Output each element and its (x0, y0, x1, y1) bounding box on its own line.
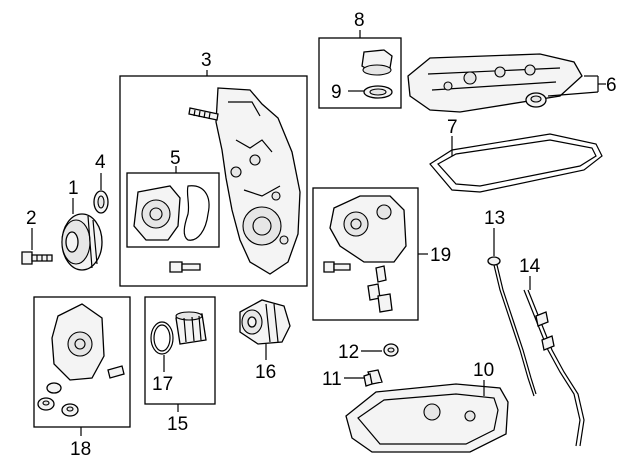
timing-cover-illustration (215, 87, 301, 275)
water-pump-illustration (133, 185, 210, 241)
oil-dipstick-illustration (487, 256, 537, 397)
box-3 (119, 75, 308, 287)
oil-pan-illustration (345, 383, 509, 453)
oil-filter-housing-illustration (323, 195, 407, 313)
callout-12: 12 (338, 342, 359, 363)
callout-14: 14 (519, 256, 541, 277)
valve-cover-illustration (407, 53, 583, 113)
callout-15: 15 (167, 414, 188, 435)
callout-9: 9 (331, 82, 342, 103)
drain-plug-illustration (363, 369, 383, 387)
callout-3: 3 (201, 50, 212, 71)
callout-8: 8 (354, 10, 365, 31)
callout-18: 18 (70, 439, 91, 460)
pulley-bolt-illustration (21, 251, 53, 265)
crankshaft-pulley-illustration (61, 213, 103, 271)
callout-2: 2 (26, 208, 37, 229)
callout-17: 17 (152, 374, 173, 395)
filter-element-illustration (175, 311, 207, 345)
box-15 (144, 296, 216, 405)
callout-4: 4 (95, 152, 106, 173)
stud-illustration (188, 107, 219, 121)
callout-10: 10 (473, 360, 494, 381)
filter-o-ring-illustration (150, 321, 174, 355)
callout-11: 11 (322, 369, 342, 390)
oil-filler-cap-illustration (361, 49, 393, 76)
box-5 (126, 172, 220, 248)
callout-1: 1 (68, 178, 79, 199)
callout-6: 6 (606, 75, 617, 96)
front-seal-illustration (93, 190, 109, 214)
oil-filter-illustration (239, 299, 291, 345)
callout-19: 19 (430, 245, 451, 266)
box-18 (33, 296, 131, 428)
valve-cover-gasket-illustration (429, 133, 603, 193)
oil-pump-illustration (37, 303, 125, 417)
leader-lines (31, 30, 606, 436)
drain-plug-gasket-illustration (383, 343, 399, 357)
callout-16: 16 (255, 362, 276, 383)
cover-bolt-illustration (169, 261, 201, 273)
valve-cover-grommet-illustration (525, 92, 547, 108)
cap-gasket-illustration (363, 85, 393, 99)
callout-7: 7 (447, 117, 458, 138)
callout-13: 13 (484, 208, 505, 229)
dipstick-tube-illustration (523, 289, 585, 447)
callout-5: 5 (170, 148, 181, 169)
